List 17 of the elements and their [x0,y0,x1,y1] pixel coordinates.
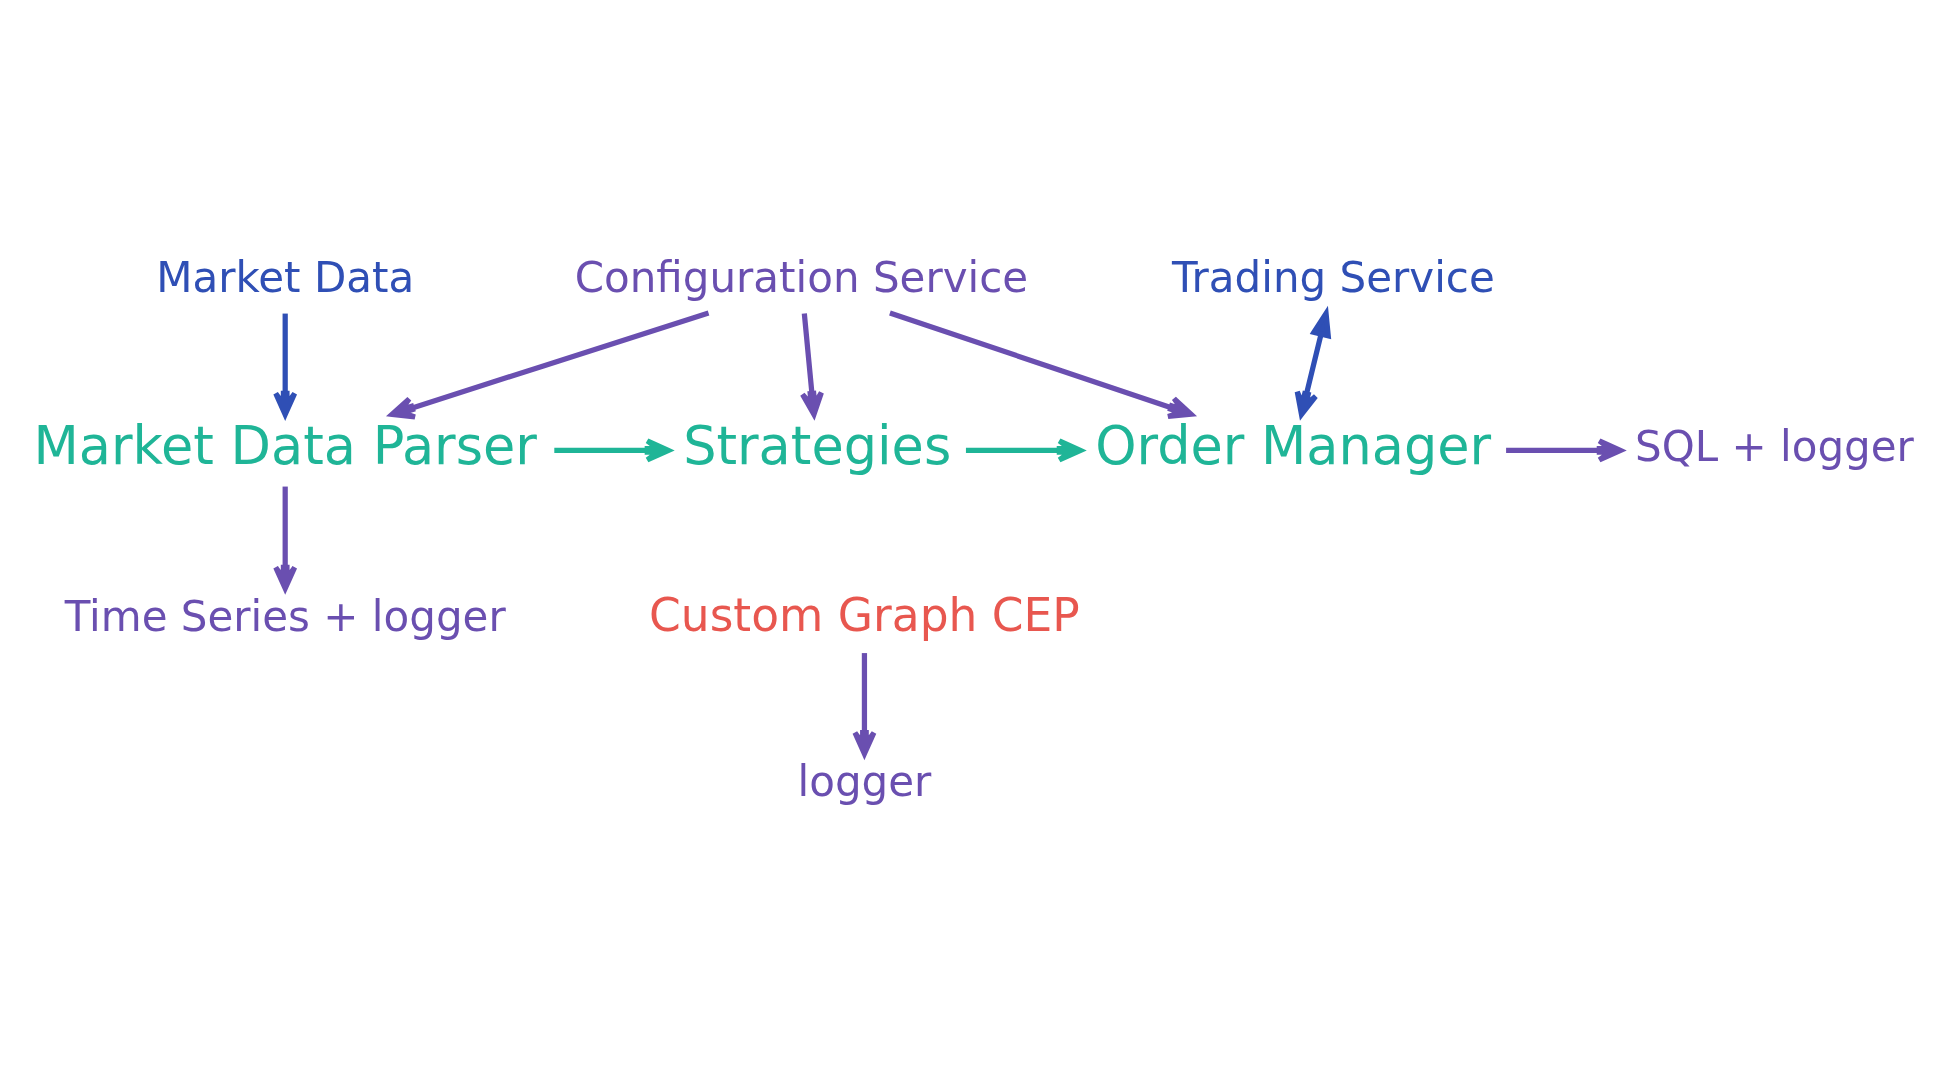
arrow [389,310,710,420]
node-text: Custom Graph CEP [649,589,1080,643]
node-text: Trading Service [1172,253,1495,303]
node-text: SQL + logger [1635,422,1914,472]
node-text: Strategies [683,414,952,476]
node-text: Market Data Parser [33,414,537,476]
node-text: Time Series + logger [64,591,506,641]
arrow [273,486,298,592]
arrow [1294,305,1332,418]
node-text: Market Data [156,253,415,303]
node-text: Order Manager [1095,414,1492,476]
node-text: Configuration Service [574,253,1029,303]
arrow [852,653,877,757]
arrow [273,313,298,418]
arrow [799,313,824,418]
arrow [889,310,1194,420]
node-text: logger [797,757,932,807]
